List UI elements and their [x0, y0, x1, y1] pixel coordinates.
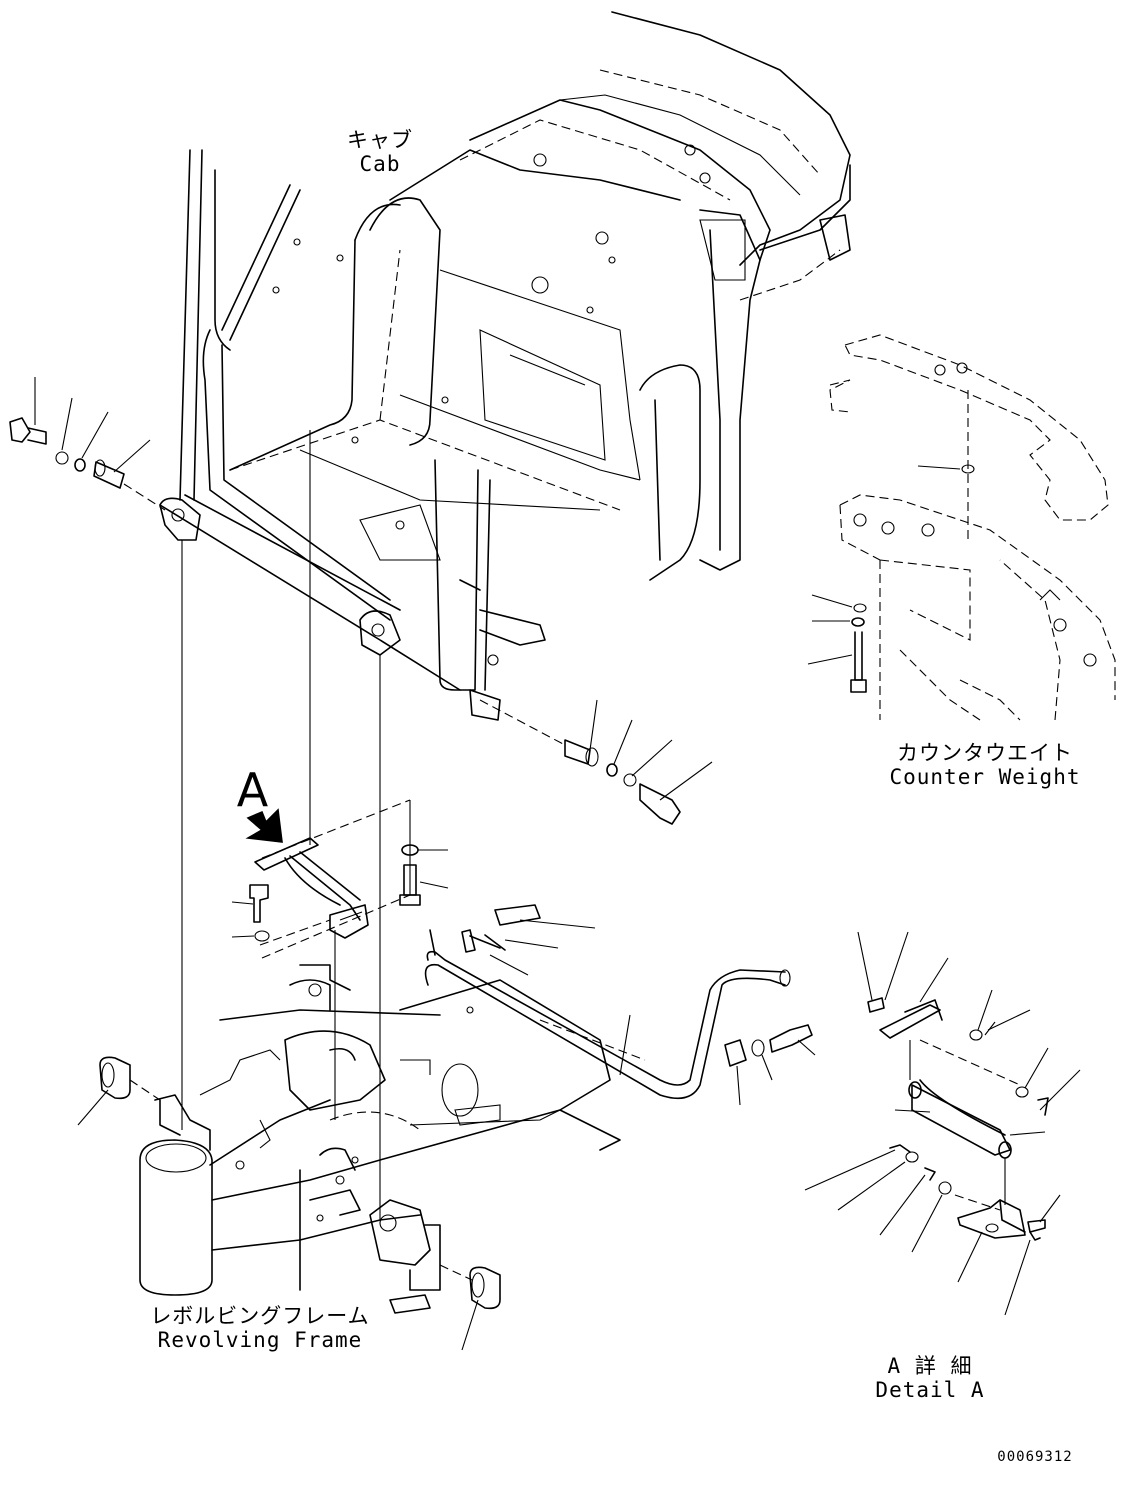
detail-a-label-jp: A 詳 細: [887, 1354, 973, 1378]
upper-left-pin-set: [9, 377, 166, 511]
detail-a-label-en: Detail A: [875, 1378, 985, 1402]
revolving-frame-label-jp: レボルビングフレーム: [150, 1304, 370, 1328]
revolving-frame-label-en: Revolving Frame: [157, 1328, 363, 1352]
cab-label-jp: キャブ: [347, 128, 413, 152]
arrow-down-right-icon: [245, 808, 283, 843]
handrail: [424, 904, 816, 1106]
cab-assembly: [159, 11, 851, 721]
revolving-frame: [77, 540, 621, 1351]
drawing-number: 00069312: [997, 1449, 1073, 1465]
counter-weight-label-en: Counter Weight: [889, 765, 1081, 789]
view-a-marker: A: [236, 763, 270, 817]
detail-a: [804, 931, 1081, 1316]
right-pin-set: [479, 699, 713, 825]
cab-label-en: Cab: [359, 152, 401, 176]
counter-weight-label-jp: カウンタウエイト: [897, 741, 1073, 765]
stay-assembly: [231, 430, 449, 1120]
counter-weight: [807, 334, 1116, 721]
